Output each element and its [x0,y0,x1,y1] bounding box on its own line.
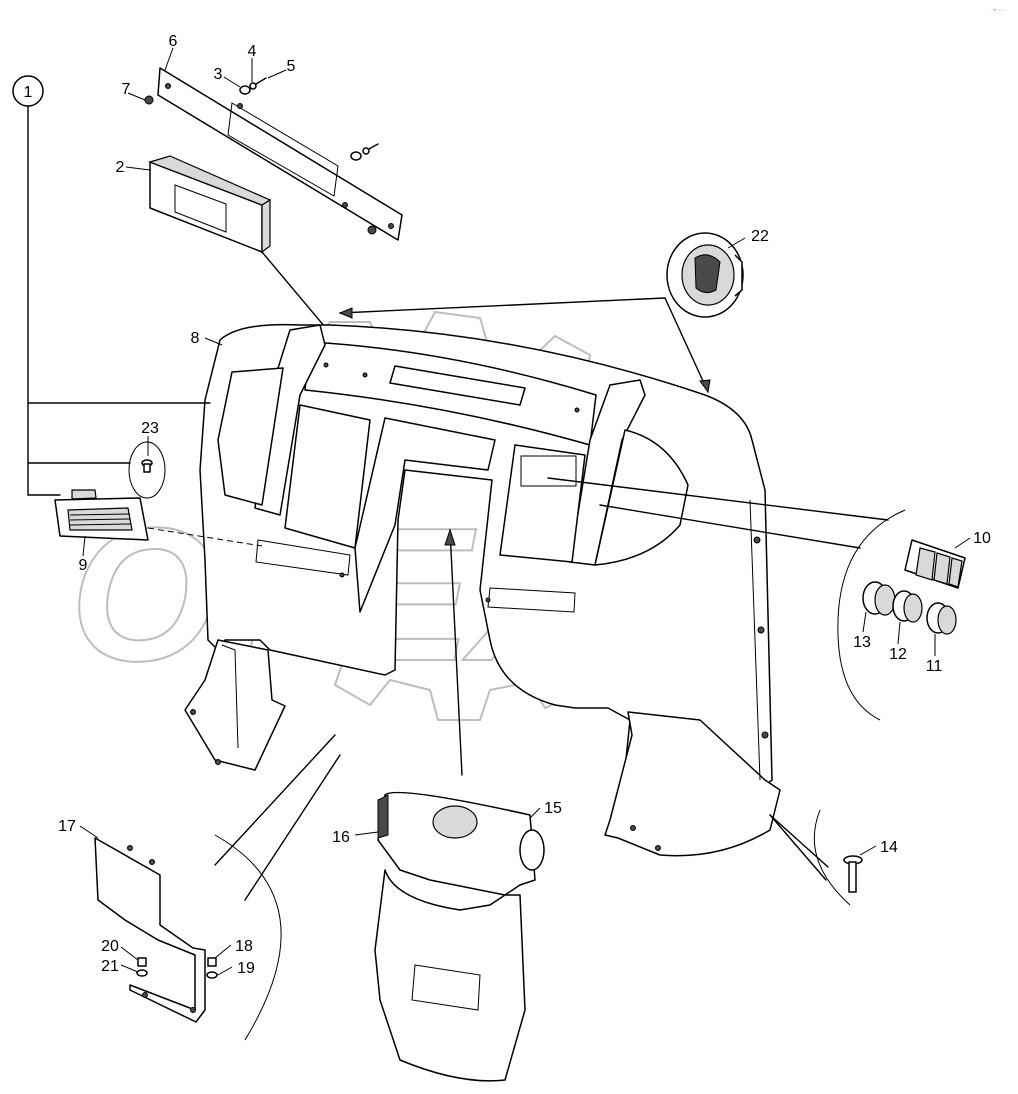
callout-labels: 1 2 3 4 5 6 7 8 9 10 11 12 13 14 15 16 1… [24,33,991,977]
callout-6: 6 [169,33,178,50]
leader-lines [79,47,971,976]
callout-16: 16 [332,829,350,846]
callout-23: 23 [141,420,159,437]
lower-console [374,528,545,1082]
callout-15: 15 [544,800,562,817]
top-cover-plate [157,67,403,241]
callout-1: 1 [24,84,33,101]
callout-4: 4 [248,43,257,60]
callout-11: 11 [926,658,943,675]
callout-9: 9 [79,557,88,574]
callout-17: 17 [58,818,76,835]
callout-21: 21 [101,958,119,975]
callout-8: 8 [191,330,200,347]
screw-detail-23 [128,441,166,499]
callout-7: 7 [122,81,131,98]
callout-20: 20 [101,938,119,955]
callout-18: 18 [235,938,253,955]
callout-1-circle [12,75,44,107]
dashboard-housing [184,323,781,857]
arrow-22-a [339,297,666,314]
callout-22: 22 [751,228,769,245]
callout-2: 2 [116,159,125,176]
round-air-vent [666,232,744,318]
callout-12: 12 [889,646,907,663]
corner-mark: · ¬ ··· [988,7,1005,14]
callout-1-leaders [27,104,211,496]
plate-hardware [144,77,379,235]
callout-3: 3 [214,66,223,83]
arrow-22-b [664,297,709,393]
switch-panel [547,477,966,721]
callout-14: 14 [880,839,898,856]
callout-19: 19 [237,960,255,977]
callout-10: 10 [973,530,991,547]
rectangular-air-vent [54,489,263,547]
bolt-detail-14 [769,809,863,906]
callout-5: 5 [287,58,296,75]
bracket-detail [94,734,341,1041]
callout-13: 13 [853,634,871,651]
